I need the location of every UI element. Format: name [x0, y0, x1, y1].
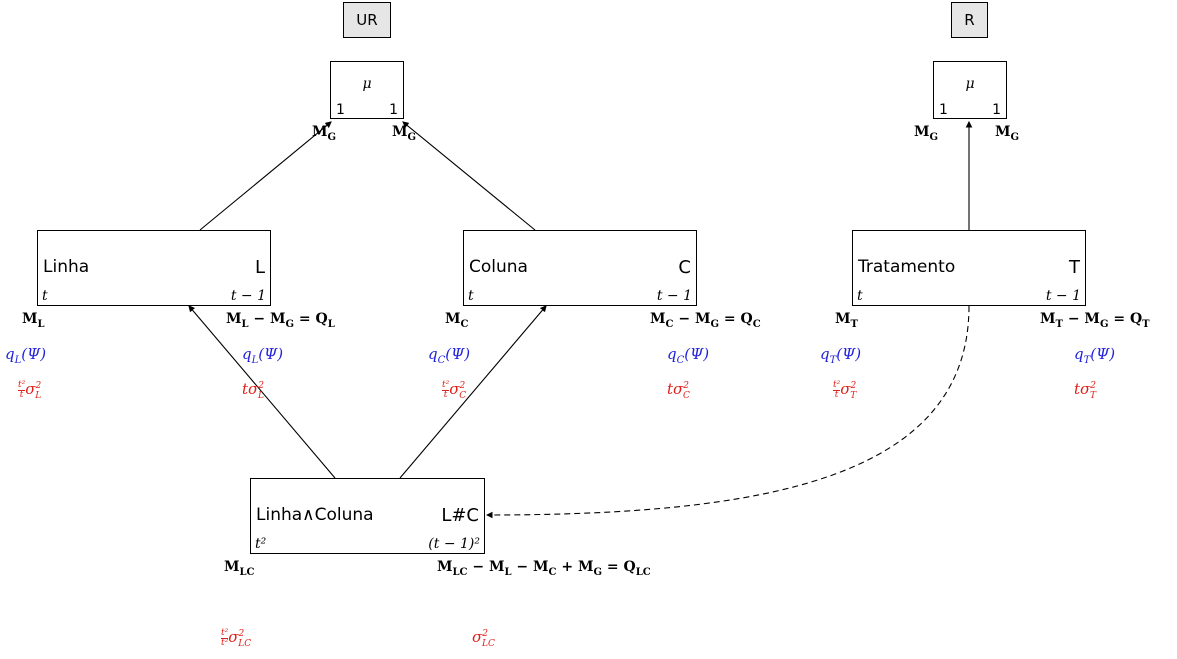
df-right: 1	[992, 102, 1001, 118]
header-r: R	[951, 2, 988, 38]
factor-symbol: T	[1069, 257, 1080, 278]
arrow-linha-to-mu	[199, 121, 332, 231]
mu-symbol: μ	[965, 76, 975, 92]
factor-name: Linha	[43, 257, 90, 277]
var-right-tratamento: tσ2T	[1074, 380, 1097, 401]
q-psi-left-tratamento: qT(Ψ)	[820, 345, 862, 366]
q-psi-right-linha: qL(Ψ)	[242, 345, 284, 366]
mean-box-ur[interactable]: μ 1 1	[330, 61, 404, 119]
factor-box-linha[interactable]: Linha L t t − 1	[37, 230, 271, 306]
var-right-coluna: tσ2C	[667, 380, 690, 401]
header-ur: UR	[343, 2, 391, 38]
df-right: 1	[389, 102, 398, 118]
m-coluna: MC	[445, 311, 469, 330]
df-effect: t − 1	[656, 288, 692, 304]
q-psi-left-coluna: qC(Ψ)	[428, 345, 471, 366]
q-psi-right-tratamento: qT(Ψ)	[1074, 345, 1116, 366]
df-total: t	[468, 288, 474, 304]
mg-right-ur: MG	[392, 124, 417, 143]
dashed-arrow-tratamento-to-lc	[485, 305, 970, 519]
m-tratamento: MT	[835, 311, 858, 330]
df-left: 1	[939, 102, 948, 118]
arrow-lc-to-linha	[188, 305, 336, 479]
mg-left-ur: MG	[312, 124, 337, 143]
header-ur-label: UR	[356, 11, 378, 29]
factor-box-tratamento[interactable]: Tratamento T t t − 1	[852, 230, 1086, 306]
factor-box-coluna[interactable]: Coluna C t t − 1	[463, 230, 697, 306]
mean-box-r[interactable]: μ 1 1	[933, 61, 1007, 119]
q-psi-right-coluna: qC(Ψ)	[667, 345, 710, 366]
factor-box-linha-coluna[interactable]: Linha∧Coluna L#C t² (t − 1)²	[250, 478, 485, 554]
m-linha-coluna: MLC	[224, 559, 255, 578]
var-right-linha: tσ2L	[242, 380, 265, 401]
df-effect: t − 1	[1045, 288, 1081, 304]
mg-right-r: MG	[995, 124, 1020, 143]
q-expr-tratamento: MT − MG = QT	[1040, 311, 1150, 330]
factor-symbol: L#C	[441, 505, 479, 526]
factor-name: Coluna	[469, 257, 528, 277]
q-expr-linha: ML − MG = QL	[226, 311, 335, 330]
arrow-coluna-to-mu	[402, 121, 536, 231]
df-total: t	[857, 288, 863, 304]
mg-left-r: MG	[914, 124, 939, 143]
df-effect: t − 1	[230, 288, 266, 304]
factor-name: Linha∧Coluna	[256, 505, 374, 525]
arrow-lc-to-coluna	[399, 305, 547, 479]
mu-symbol: μ	[362, 76, 372, 92]
factor-symbol: C	[678, 257, 691, 278]
df-left: 1	[336, 102, 345, 118]
q-expr-coluna: MC − MG = QC	[650, 311, 761, 330]
factor-name: Tratamento	[858, 257, 956, 277]
m-linha: ML	[22, 311, 45, 330]
df-total: t	[42, 288, 48, 304]
df-effect: (t − 1)²	[428, 536, 480, 552]
df-total: t²	[255, 536, 267, 552]
q-psi-left-linha: qL(Ψ)	[5, 345, 47, 366]
var-right-linha-coluna: σ2LC	[472, 628, 495, 649]
q-expr-linha-coluna: MLC − ML − MC + MG = QLC	[437, 559, 651, 578]
header-r-label: R	[964, 11, 975, 29]
factor-symbol: L	[254, 257, 265, 278]
